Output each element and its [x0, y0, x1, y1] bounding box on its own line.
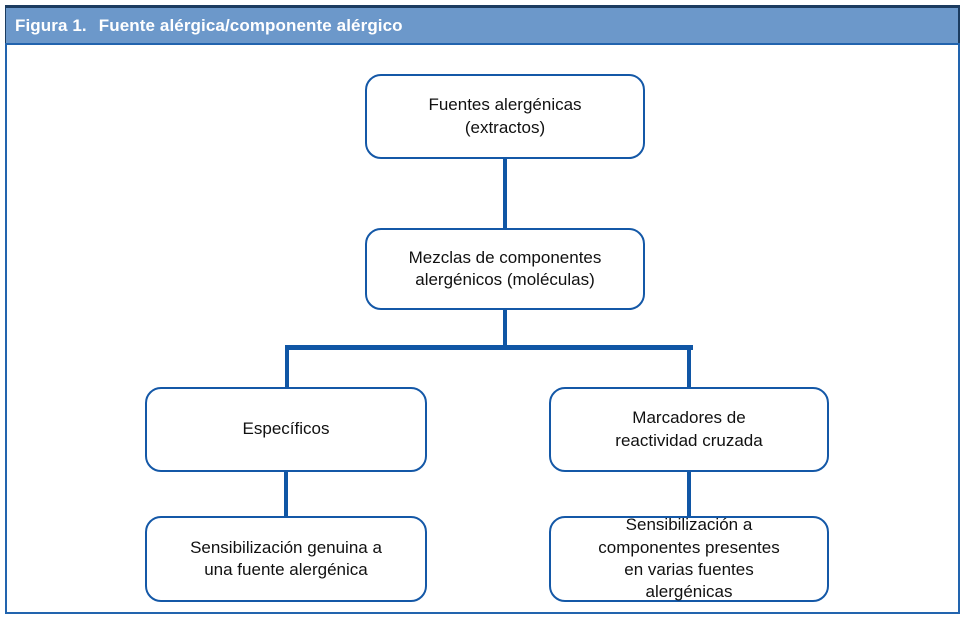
- diagram-panel: Fuentes alergénicas (extractos) Mezclas …: [5, 43, 960, 614]
- node-fuentes-alergenicas: Fuentes alergénicas (extractos): [365, 74, 645, 159]
- node-mezclas-componentes: Mezclas de componentes alergénicos (molé…: [365, 228, 645, 310]
- connector-specific-to-genuine: [284, 471, 288, 517]
- connector-branch-horizontal: [285, 345, 693, 350]
- connector-markers-to-cross: [687, 471, 691, 517]
- figure-label: Figura 1.: [15, 15, 87, 35]
- connector-branch-right-vertical: [687, 345, 691, 390]
- node-marcadores-reactividad: Marcadores de reactividad cruzada: [549, 387, 829, 472]
- node-sensibilizacion-cruzada: Sensibilización a componentes presentes …: [549, 515, 829, 602]
- connector-branch-left-vertical: [285, 345, 289, 390]
- connector-mixtures-stem: [503, 309, 507, 350]
- connector-root-to-mixtures: [503, 159, 507, 229]
- node-sensibilizacion-genuina: Sensibilización genuina a una fuente ale…: [145, 516, 427, 602]
- node-especificos: Específicos: [145, 387, 427, 472]
- figure-title: Fuente alérgica/componente alérgico: [98, 15, 403, 35]
- figure-header-bar: Figura 1. Fuente alérgica/componente alé…: [5, 5, 960, 43]
